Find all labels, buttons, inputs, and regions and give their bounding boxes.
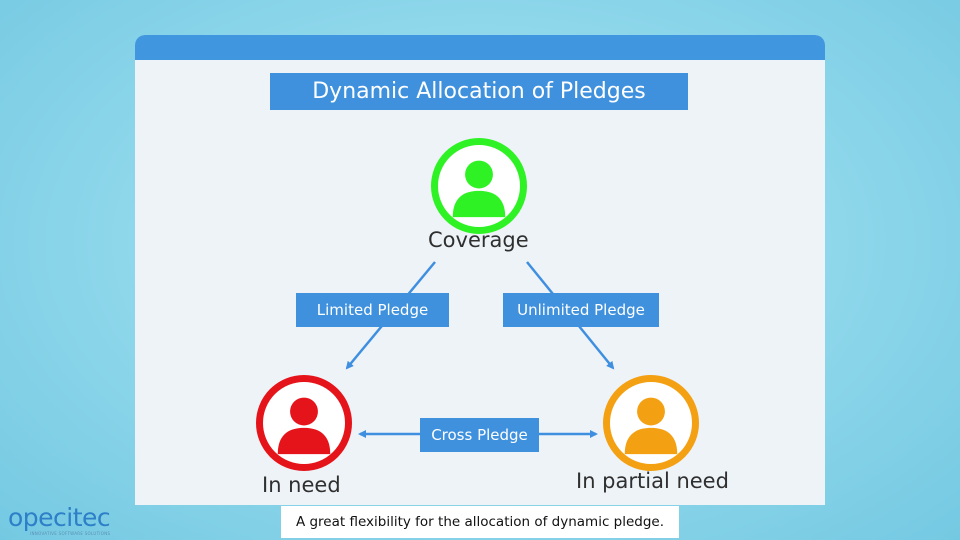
coverage-label: Coverage bbox=[428, 228, 529, 252]
in-partial-need-label: In partial need bbox=[576, 469, 729, 493]
cross-pledge-label: Cross Pledge bbox=[420, 418, 539, 452]
subtitle-caption: A great flexibility for the allocation o… bbox=[281, 506, 679, 538]
coverage-person-icon bbox=[431, 138, 527, 234]
company-logo: opecitec bbox=[8, 503, 111, 532]
in-need-person-icon bbox=[256, 375, 352, 471]
diagram-title: Dynamic Allocation of Pledges bbox=[270, 73, 688, 110]
in-partial-need-person-icon bbox=[603, 375, 699, 471]
panel-header-bar bbox=[135, 35, 825, 60]
in-need-label: In need bbox=[262, 473, 341, 497]
logo-tagline: INNOVATIVE SOFTWARE SOLUTIONS bbox=[30, 531, 111, 536]
limited-pledge-label: Limited Pledge bbox=[296, 293, 449, 327]
unlimited-pledge-label: Unlimited Pledge bbox=[503, 293, 659, 327]
